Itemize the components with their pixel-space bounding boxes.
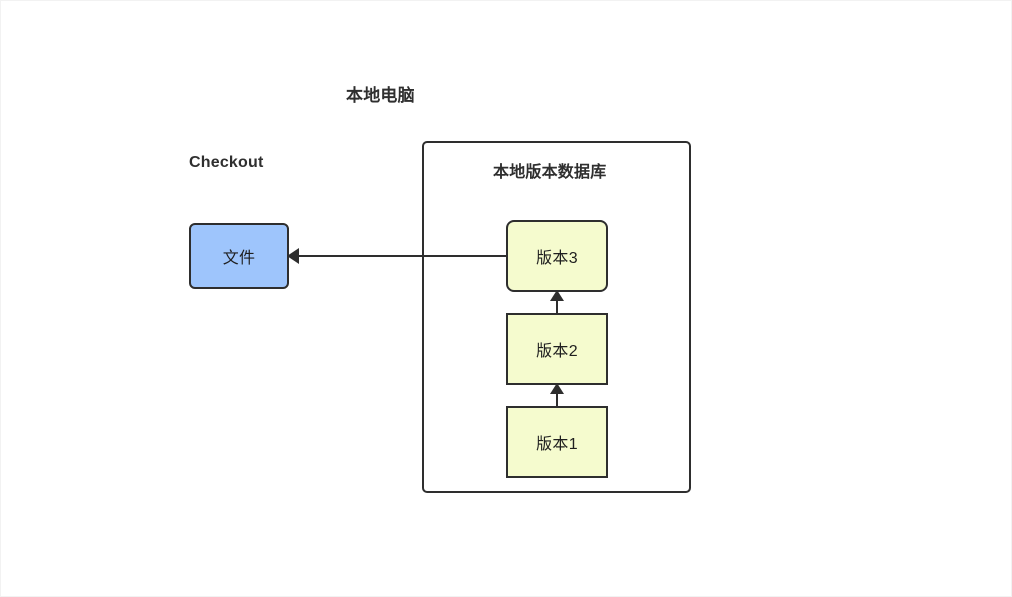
edge-checkout-arrowhead-icon: [287, 248, 299, 264]
node-file[interactable]: 文件: [189, 223, 289, 289]
node-version-2[interactable]: 版本2: [506, 313, 608, 385]
edge-version1-to-version2-arrowhead-icon: [550, 383, 564, 394]
edge-version2-to-version3-arrowhead-icon: [550, 290, 564, 301]
edge-checkout-line: [295, 255, 506, 257]
edge-version1-to-version2-line: [556, 385, 558, 406]
node-version-3[interactable]: 版本3: [506, 220, 608, 292]
node-version-2-label: 版本2: [536, 343, 578, 360]
node-version-3-label: 版本3: [536, 250, 578, 267]
node-file-label: 文件: [222, 250, 256, 267]
edge-version2-to-version3-line: [556, 292, 558, 313]
page-title: 本地电脑: [346, 86, 415, 105]
node-version-1-label: 版本1: [536, 436, 578, 453]
local-version-database-container: [422, 141, 691, 493]
local-version-database-title: 本地版本数据库: [493, 164, 607, 181]
node-version-1[interactable]: 版本1: [506, 406, 608, 478]
checkout-label: Checkout: [189, 154, 264, 171]
